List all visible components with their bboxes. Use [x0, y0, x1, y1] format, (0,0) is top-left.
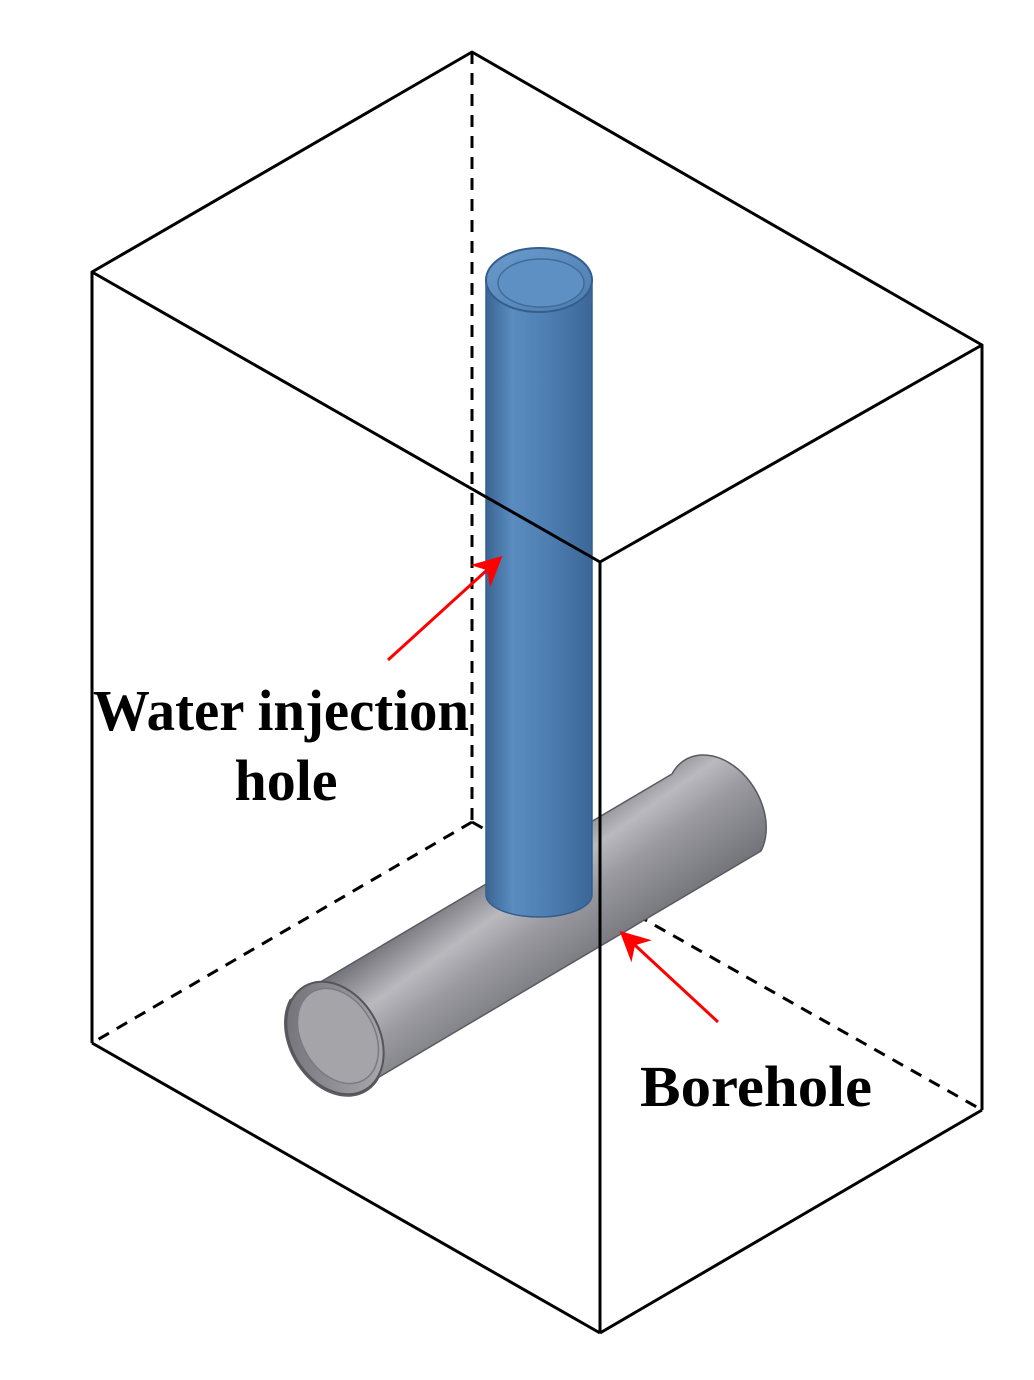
borehole-pipe	[284, 754, 767, 1097]
water-injection-label-line1: Water injection	[93, 678, 469, 743]
hidden-box-edges	[91, 52, 983, 1112]
water-injection-pipe	[485, 247, 593, 918]
borehole-body	[284, 754, 767, 1097]
box-bottom-right-edge	[599, 1108, 983, 1335]
water-pipe-body	[485, 279, 593, 918]
water-injection-arrow	[386, 555, 503, 662]
water-injection-label-line2: hole	[234, 748, 337, 813]
visible-box-edges	[90, 50, 984, 1335]
borehole-label: Borehole	[640, 1054, 872, 1119]
hidden-bottom-right-edge	[471, 820, 983, 1112]
box-bottom-left-edge	[91, 1041, 601, 1335]
water-pipe-top-opening	[497, 258, 585, 308]
hidden-bottom-left-edge	[91, 820, 473, 1045]
borehole-near-opening-inner	[296, 987, 380, 1085]
borehole-arrow	[619, 930, 720, 1024]
